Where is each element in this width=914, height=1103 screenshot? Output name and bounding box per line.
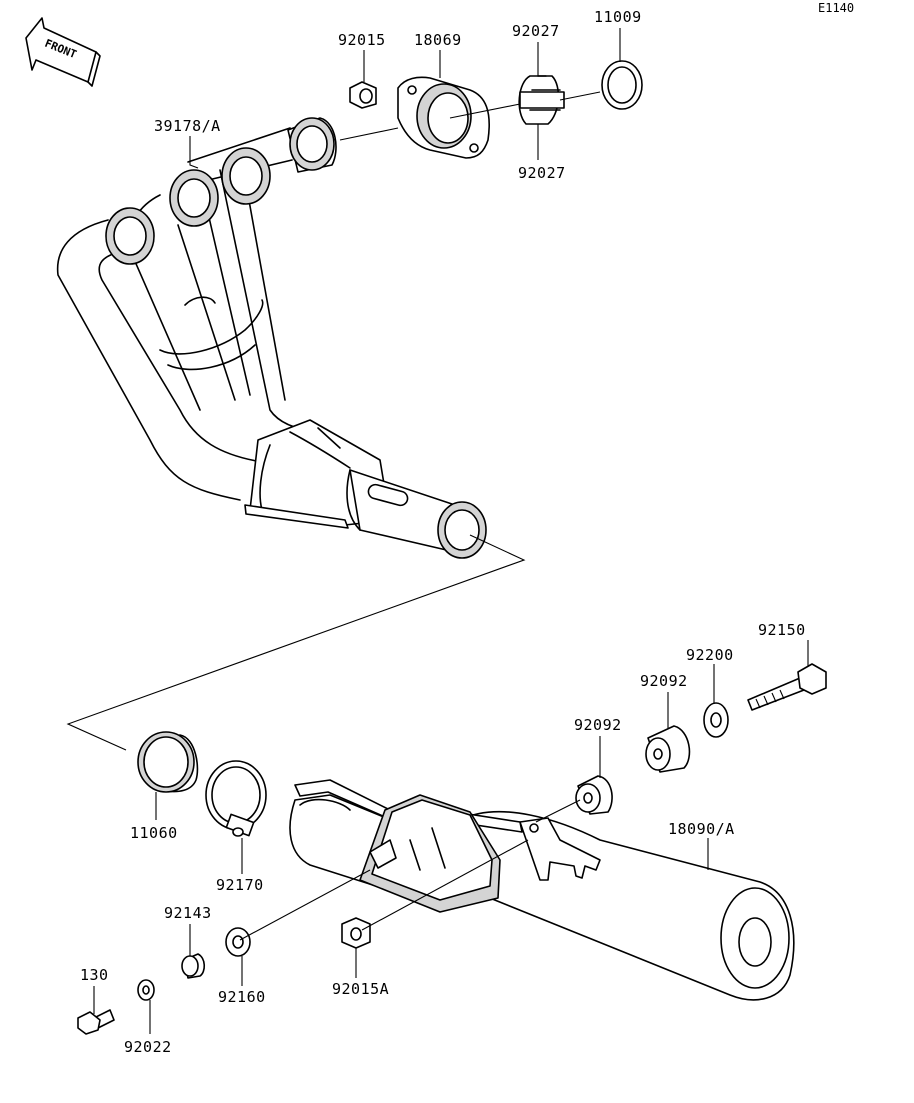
label-92160: 92160 [218,988,266,1006]
assembly-line [535,799,581,823]
label-18069: 18069 [414,31,462,49]
label-39178A: 39178/A [154,117,221,135]
part-18090A-muffler [289,779,795,1001]
assembly-line-pipe-to-muffler [66,534,526,751]
label-130: 130 [80,966,109,984]
label-92170: 92170 [216,876,264,894]
part-11060-sleeve [137,731,199,793]
label-92200: 92200 [686,646,734,664]
assembly-line [559,91,601,101]
label-92143: 92143 [164,904,212,922]
part-11009-gasket [601,60,643,110]
part-92015A-nut [341,917,371,949]
assembly-line [449,103,521,119]
part-92170-clamp [205,760,267,837]
label-92015A: 92015A [332,980,389,998]
assembly-line [361,839,529,931]
label-92015: 92015 [338,31,386,49]
label-92027-top: 92027 [512,22,560,40]
part-92150-bolt [747,663,827,711]
part-92027-collars [518,75,565,125]
exhaust-header-pipe [56,117,487,559]
label-92150: 92150 [758,621,806,639]
label-18090A: 18090/A [668,820,735,838]
label-11009: 11009 [594,8,642,26]
part-92022-washer [137,979,155,1001]
label-11060: 11060 [130,824,178,842]
label-92092-right: 92092 [640,672,688,690]
front-arrow-icon: FRONT [25,17,101,87]
part-130-bolt [77,1009,115,1035]
part-18069-flange [397,76,490,159]
part-92143-collar [181,953,206,979]
leader-lines [93,28,809,1034]
label-92027-bottom: 92027 [518,164,566,182]
label-92022: 92022 [124,1038,172,1056]
part-92092-damper-right [645,725,691,773]
part-92092-damper-left [575,775,613,815]
assembly-line [239,869,371,941]
part-92200-washer [703,702,729,738]
part-92015-nut [349,81,377,109]
label-92092-left: 92092 [574,716,622,734]
part-92160-grommet [225,927,251,957]
assembly-line [339,127,399,141]
diagram-code: E1140 [818,1,854,15]
